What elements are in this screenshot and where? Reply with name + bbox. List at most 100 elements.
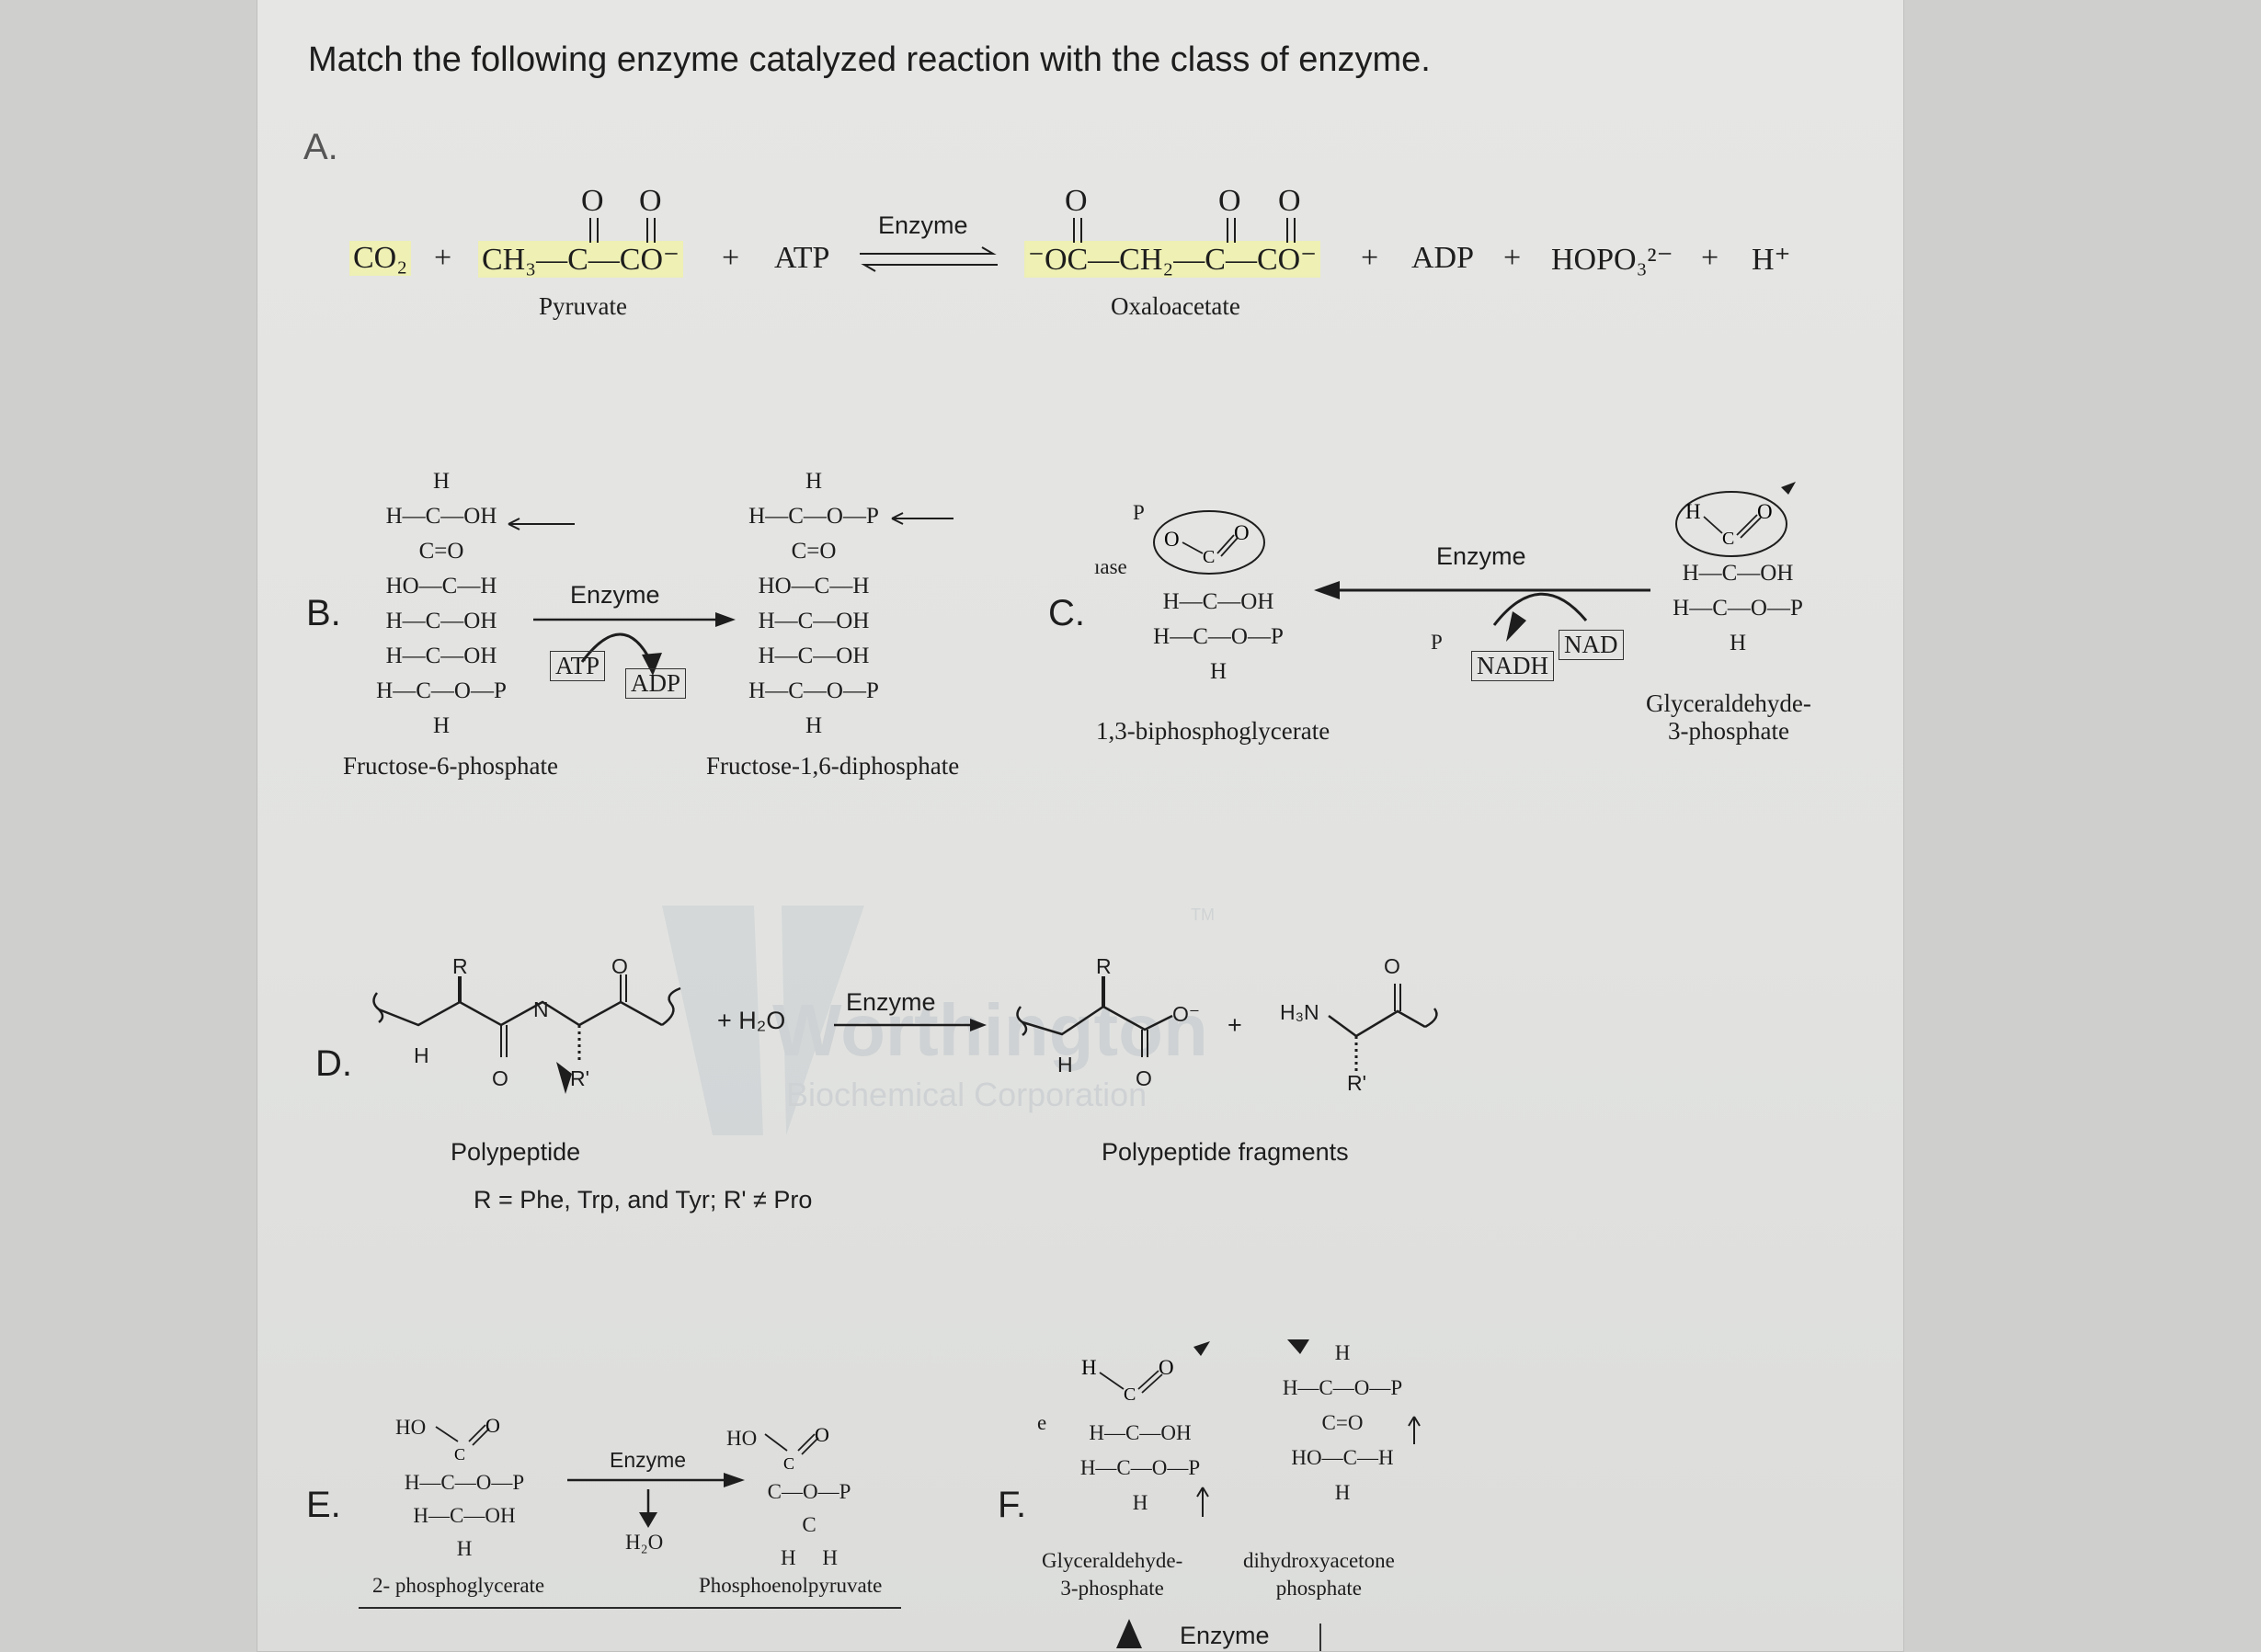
- watermark-tm: TM: [1191, 906, 1215, 924]
- struct-line: H—C—O—P: [1282, 1376, 1403, 1399]
- reaction-f-divider: [1319, 1624, 1321, 1651]
- reaction-a-phosphate: HOPO₃²⁻: [1551, 243, 1673, 277]
- struct-line: H: [1209, 659, 1228, 684]
- reaction-d-o-minus: O⁻: [1172, 1002, 1201, 1026]
- reaction-f-up-arrow-icon: [1116, 1619, 1142, 1648]
- reaction-e-enzyme-label: Enzyme: [610, 1448, 687, 1472]
- svg-text:H: H: [1685, 500, 1701, 523]
- reaction-d-plus: +: [1228, 1011, 1242, 1039]
- reaction-f-right-label: dihydroxyacetone phosphate: [1243, 1549, 1395, 1600]
- reaction-a-adp: ADP: [1411, 241, 1475, 275]
- svg-text:C: C: [1124, 1384, 1136, 1405]
- reaction-f-top-pointer-icon: [1287, 1339, 1309, 1354]
- reaction-b-left-label: Fructose-6-phosphate: [343, 752, 558, 780]
- reaction-b-enzyme-label: Enzyme: [570, 581, 660, 609]
- reaction-e-water: H₂O: [625, 1531, 664, 1554]
- struct-line: H: [432, 713, 451, 738]
- struct-line: H—C—OH: [1682, 561, 1794, 586]
- svg-text:C: C: [1203, 547, 1215, 567]
- reaction-b-right-pointer-arrow-icon: [891, 512, 954, 525]
- reaction-a-pyruvate: CH₃—C—CO⁻: [478, 241, 683, 278]
- reaction-d-right-r: R: [1096, 954, 1112, 978]
- struct-line: HO—C—H: [758, 574, 870, 598]
- struct-line: C=O: [1321, 1411, 1364, 1434]
- struct-line: C—O—P: [767, 1480, 851, 1503]
- struct-line: H—C—OH: [758, 609, 870, 633]
- struct-line: HO—C—H: [1291, 1446, 1394, 1469]
- svg-text:H: H: [1081, 1356, 1097, 1379]
- struct-line: H—C—OH: [413, 1504, 516, 1527]
- reaction-d-fragment-1-skeleton: [1016, 976, 1173, 1057]
- reaction-c-reactant-structure: H—C—OH H—C—O—P H: [1664, 556, 1811, 661]
- reaction-e-letter: E.: [306, 1485, 341, 1525]
- struct-line: C=O: [791, 539, 837, 564]
- svg-text:O: O: [1757, 500, 1773, 523]
- struct-line: C=O: [418, 539, 464, 564]
- reaction-d-polypeptide-skeleton: [372, 974, 681, 1094]
- reaction-b-adp: ADP: [625, 668, 687, 699]
- struct-line: H—C—O—P: [1153, 624, 1284, 649]
- reaction-d-right-label: Polypeptide fragments: [1102, 1138, 1349, 1166]
- svg-text:C: C: [454, 1445, 465, 1464]
- reaction-a-oxaloacetate: ⁻OC—CH₂—C—CO⁻: [1024, 241, 1321, 278]
- reaction-e-right-ho: HO: [726, 1427, 758, 1450]
- reaction-d-right-o: O: [1136, 1066, 1152, 1090]
- reaction-e-right-label: Phosphoenolpyruvate: [699, 1574, 883, 1597]
- watermark-logo-icon: [662, 906, 864, 1135]
- reaction-f-e-fragment: e: [1037, 1411, 1047, 1434]
- reaction-a-co2: CO₂: [349, 241, 412, 276]
- reaction-a-proton: H⁺: [1752, 243, 1791, 277]
- struct-line: H: [1334, 1481, 1351, 1504]
- reaction-d-h3n: H₃N: [1280, 1000, 1319, 1024]
- reaction-e-right-carboxyl: C O: [764, 1423, 829, 1473]
- reaction-b-right-structure: H H—C—O—P C=O HO—C—H H—C—OH H—C—OH H—C—O…: [736, 464, 892, 744]
- reaction-c-p-in: P: [1431, 631, 1443, 654]
- struct-line: H: [805, 469, 823, 494]
- struct-line: H—C—O—P: [1079, 1456, 1201, 1479]
- reaction-a-pyruvate-o2: O: [639, 184, 662, 218]
- reaction-a-plus-5: +: [1701, 241, 1719, 275]
- reaction-d-left-n: N: [533, 997, 549, 1021]
- reaction-c-nad: NAD: [1559, 630, 1624, 660]
- struct-line: C: [802, 1513, 816, 1536]
- struct-line: H—C—OH: [385, 504, 497, 529]
- reaction-c-product-label: 1,3-biphosphoglycerate: [1096, 717, 1330, 745]
- reaction-a-plus-4: +: [1503, 241, 1522, 275]
- reaction-f-right-structure: H H—C—O—P C=O HO—C—H H: [1269, 1336, 1416, 1510]
- reaction-f-letter: F.: [998, 1485, 1027, 1525]
- reaction-a-plus-1: +: [434, 241, 452, 275]
- struct-line: H—C—OH: [1089, 1421, 1192, 1444]
- reaction-f-right-up-arrow-icon: [1408, 1416, 1421, 1444]
- struct-line: H: [456, 1537, 473, 1560]
- reaction-d-left-nh: H: [414, 1043, 429, 1067]
- reaction-d-left-r: R: [452, 954, 468, 978]
- reaction-e-right-structure: C—O—P C H H: [745, 1475, 874, 1575]
- reaction-f-left-up-arrow-icon: [1196, 1487, 1209, 1517]
- reaction-c-product-carboxyl-ellipse: O C O: [1153, 510, 1265, 575]
- svg-text:C: C: [783, 1454, 794, 1473]
- reaction-a-letter: A.: [303, 127, 338, 167]
- reaction-e-left-ho: HO: [395, 1416, 427, 1439]
- svg-text:C: C: [1722, 529, 1734, 549]
- reaction-e-left-carboxyl: C O: [435, 1414, 500, 1464]
- reaction-d-plus-water: + H₂O: [717, 1007, 786, 1034]
- struct-line: H—C—OH: [1162, 589, 1274, 614]
- reaction-c-p-label: P: [1133, 501, 1145, 524]
- reaction-a-oxalo-o1: O: [1065, 184, 1088, 218]
- reaction-f-left-structure: H—C—OH H—C—O—P H: [1067, 1416, 1214, 1521]
- struct-line: H H: [781, 1546, 838, 1569]
- svg-text:O: O: [485, 1414, 500, 1437]
- struct-line: H: [1729, 631, 1747, 655]
- reaction-a-plus-2: +: [722, 241, 740, 275]
- reaction-d-right-r-prime: R': [1347, 1071, 1367, 1095]
- reaction-c-nadh: NADH: [1471, 651, 1554, 681]
- reaction-c-enzyme-label: Enzyme: [1436, 542, 1526, 570]
- reaction-d-condition: R = Phe, Trp, and Tyr; R' ≠ Pro: [474, 1186, 813, 1213]
- reaction-d-left-label: Polypeptide: [451, 1138, 581, 1166]
- reaction-a-pyruvate-carbonyls: [589, 218, 656, 243]
- struct-line: H—C—O—P: [376, 678, 507, 703]
- reaction-c-fragment: ıase: [1094, 555, 1127, 578]
- struct-line: H—C—OH: [385, 609, 497, 633]
- reaction-a-pyruvate-label: Pyruvate: [539, 292, 627, 320]
- reaction-e-reaction-arrow-icon: [567, 1473, 745, 1528]
